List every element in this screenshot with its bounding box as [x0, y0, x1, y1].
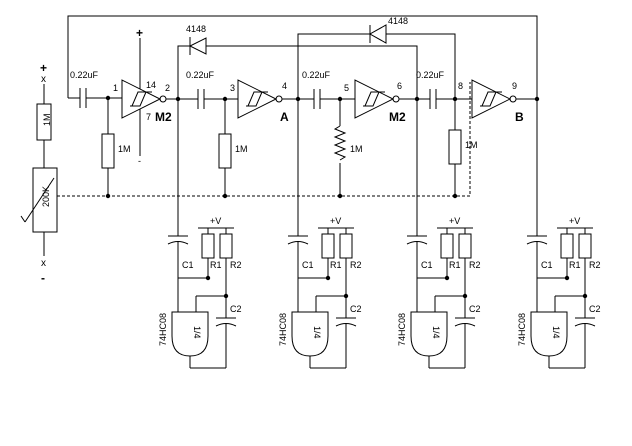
r2-label-4: R2: [589, 260, 601, 270]
m2-label-1: M2: [155, 110, 172, 124]
pin-8: 8: [458, 81, 463, 91]
cap-1-label: 0.22uF: [70, 70, 99, 80]
resistor-1m-4-label: 1M: [465, 140, 478, 150]
stage-3: 0.22uF 1M 5 6 M2: [302, 70, 430, 196]
r1-resistor-2: [321, 233, 335, 259]
gate-label-1: 1/4: [192, 326, 202, 339]
ground-rail: [57, 82, 471, 197]
resistor-1m-1: [101, 133, 115, 169]
r2-resistor-4: [578, 233, 592, 259]
potentiometer-label: 200K: [41, 186, 51, 207]
node-b-label: B: [515, 110, 524, 124]
r1-resistor-4: [560, 233, 574, 259]
r2-label-1: R2: [230, 260, 242, 270]
ic-label-1: 74HC08: [158, 313, 168, 346]
gate-label-3: 1/4: [431, 326, 441, 339]
resistor-1m-3: [333, 125, 347, 161]
schmitt-gate-1-hysteresis-icon: [130, 91, 152, 107]
resistor-1m-2: [218, 133, 232, 169]
minus-terminal-x: x: [41, 258, 46, 269]
r2-resistor-3: [458, 233, 472, 259]
resistor-1m-3-label: 1M: [350, 144, 363, 154]
r1-resistor-1: [201, 233, 215, 259]
c1-label-1: C1: [182, 260, 194, 270]
supply-input: + x 1M 200K x -: [20, 61, 58, 285]
m2-label-2: M2: [389, 110, 406, 124]
r1-label-3: R1: [449, 260, 461, 270]
and-block-2: C1 +V R1 R2 C2 1/4 74HC08: [278, 99, 362, 369]
vcc-plus-label: +: [136, 26, 143, 40]
schmitt-gate-2: [237, 79, 278, 119]
c1-label-3: C1: [421, 260, 433, 270]
resistor-1m-series-label: 1M: [42, 113, 52, 126]
diode-1-label: 4148: [186, 24, 206, 34]
r2-label-3: R2: [469, 260, 481, 270]
c2-label-3: C2: [469, 304, 481, 314]
schmitt-gate-2-hysteresis-icon: [246, 91, 268, 107]
ic-label-3: 74HC08: [397, 313, 407, 346]
schmitt-gate-3: [354, 79, 395, 119]
diode-1: 4148: [177, 24, 418, 99]
gate-label-4: 1/4: [551, 326, 561, 339]
diode-2: 4148: [297, 16, 456, 99]
r1-label-1: R1: [210, 260, 222, 270]
r1-label-2: R1: [330, 260, 342, 270]
resistor-1m-1-label: 1M: [118, 144, 131, 154]
cap-3-label: 0.22uF: [302, 70, 331, 80]
c2-label-4: C2: [589, 304, 601, 314]
minus-terminal-label: -: [41, 271, 45, 285]
r1-resistor-3: [440, 233, 454, 259]
pin-9: 9: [512, 81, 517, 91]
diode-2-label: 4148: [388, 16, 408, 26]
schmitt-gate-4: [471, 79, 512, 119]
pin-14: 14: [146, 80, 156, 90]
pin-6: 6: [397, 81, 402, 91]
c1-label-2: C1: [302, 260, 314, 270]
feedback-loop: [67, 15, 538, 98]
gnd-mark-label: -: [138, 156, 141, 166]
pin-1: 1: [113, 83, 118, 93]
r2-resistor-1: [219, 233, 233, 259]
and-block-4: C1 +V R1 R2 C2 1/4 74HC08: [517, 216, 601, 369]
stage-4: 0.22uF 1M 8 9 B: [416, 70, 540, 236]
vplus-label-4: +V: [569, 216, 580, 226]
r2-resistor-2: [339, 233, 353, 259]
vplus-label-2: +V: [330, 216, 341, 226]
ic-label-2: 74HC08: [278, 313, 288, 346]
r2-label-2: R2: [350, 260, 362, 270]
c1-label-4: C1: [541, 260, 553, 270]
and-block-1: C1 +V R1 R2 C2 1/4 74HC08: [158, 99, 242, 369]
cap-2-label: 0.22uF: [186, 70, 215, 80]
c2-label-2: C2: [350, 304, 362, 314]
potentiometer-200k: [32, 167, 58, 233]
pin-2: 2: [165, 83, 170, 93]
pin-7: 7: [146, 112, 151, 122]
r1-label-4: R1: [569, 260, 581, 270]
node-a-label: A: [280, 110, 289, 124]
plus-terminal-label: +: [40, 61, 47, 75]
gate-label-2: 1/4: [312, 326, 322, 339]
and-block-3: C1 +V R1 R2 C2 1/4 74HC08: [397, 99, 481, 369]
cap-4-label: 0.22uF: [416, 70, 445, 80]
c2-label-1: C2: [230, 304, 242, 314]
vplus-label-3: +V: [449, 216, 460, 226]
stage-1: 0.22uF 1M + - 1 14 2 7 M2: [68, 26, 198, 196]
schmitt-gate-4-hysteresis-icon: [480, 91, 502, 107]
vplus-label-1: +V: [210, 216, 221, 226]
pin-4: 4: [282, 81, 287, 91]
resistor-1m-2-label: 1M: [235, 144, 248, 154]
stage-2: 0.22uF 1M 3 4 A: [186, 70, 314, 196]
plus-terminal-x: x: [41, 74, 46, 85]
resistor-1m-4: [448, 129, 462, 165]
pin-3: 3: [230, 83, 235, 93]
pin-5: 5: [344, 83, 349, 93]
schmitt-gate-1: [121, 79, 162, 119]
ic-label-4: 74HC08: [517, 313, 527, 346]
schmitt-gate-3-hysteresis-icon: [363, 91, 385, 107]
